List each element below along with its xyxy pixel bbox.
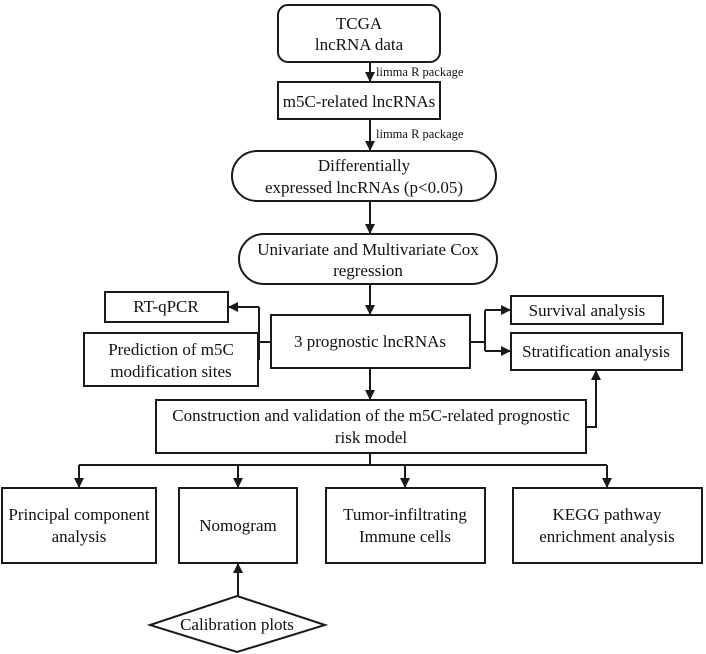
node-pca-line-1: Principal component xyxy=(8,505,149,524)
node-kegg-pathway: KEGG pathway enrichment analysis xyxy=(512,487,703,564)
node-stratification-analysis: Stratification analysis xyxy=(510,332,683,371)
node-rt-qpcr-line-1: RT-qPCR xyxy=(133,297,199,316)
node-diff-line-2: expressed lncRNAs (p<0.05) xyxy=(265,178,463,197)
edge-construction-to-stratification xyxy=(586,370,601,428)
node-survival-analysis: Survival analysis xyxy=(510,295,664,325)
node-construction-line-1: Construction and validation of the m5C-r… xyxy=(172,406,570,425)
node-m5c-lncrnas: m5C-related lncRNAs xyxy=(277,81,441,120)
node-m5c-lncrnas-line-1: m5C-related lncRNAs xyxy=(283,92,436,111)
node-tcga-line-1: TCGA xyxy=(336,14,383,33)
node-pca-line-2: analysis xyxy=(52,527,107,546)
node-calibration-plots: Calibration plots xyxy=(146,594,329,654)
node-tumor-line-1: Tumor-infiltrating xyxy=(343,505,467,524)
node-prediction-line-1: Prediction of m5C xyxy=(108,340,234,359)
node-rt-qpcr: RT-qPCR xyxy=(104,291,229,323)
node-cox-line-2: regression xyxy=(333,261,403,280)
node-survival-line-1: Survival analysis xyxy=(529,301,646,320)
node-cox-line-1: Univariate and Multivariate Cox xyxy=(257,240,479,259)
edge-label-limma-1: limma R package xyxy=(376,65,464,79)
edge-label-limma-2: limma R package xyxy=(376,127,464,141)
node-kegg-line-2: enrichment analysis xyxy=(539,527,675,546)
node-prediction-m5c: Prediction of m5C modification sites xyxy=(83,332,259,387)
node-calibration-line-1: Calibration plots xyxy=(180,615,294,634)
node-prognostic-line-1: 3 prognostic lncRNAs xyxy=(294,332,446,351)
node-tumor-line-2: Immune cells xyxy=(359,527,451,546)
node-tcga: TCGA lncRNA data xyxy=(277,4,441,63)
node-differentially-expressed: Differentially expressed lncRNAs (p<0.05… xyxy=(231,150,497,202)
node-construction-risk-model: Construction and validation of the m5C-r… xyxy=(155,399,587,454)
node-tumor-infiltrating: Tumor-infiltrating Immune cells xyxy=(325,487,486,564)
node-construction-line-2: risk model xyxy=(335,428,408,447)
node-cox-regression: Univariate and Multivariate Cox regressi… xyxy=(238,233,498,285)
node-diff-line-1: Differentially xyxy=(318,156,411,175)
node-tcga-line-2: lncRNA data xyxy=(315,35,404,54)
node-nomogram-line-1: Nomogram xyxy=(199,516,276,535)
node-kegg-line-1: KEGG pathway xyxy=(552,505,662,524)
node-principal-component: Principal component analysis xyxy=(1,487,157,564)
node-prognostic-lncrnas: 3 prognostic lncRNAs xyxy=(270,314,471,369)
node-stratification-line-1: Stratification analysis xyxy=(522,342,670,361)
node-nomogram: Nomogram xyxy=(178,487,298,564)
node-prediction-line-2: modification sites xyxy=(110,362,231,381)
